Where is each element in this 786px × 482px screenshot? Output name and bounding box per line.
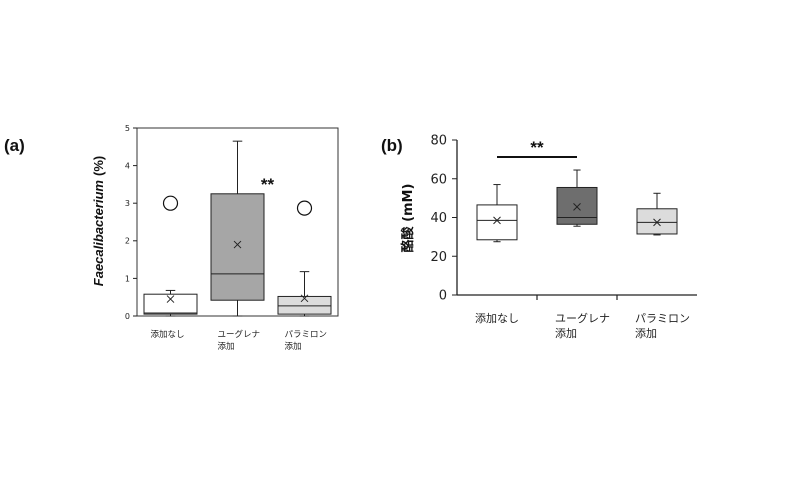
y-tick-label: 3 — [125, 199, 130, 208]
box-iqr — [143, 293, 198, 315]
outlier-point — [296, 200, 313, 216]
y-tick-label: 5 — [125, 124, 130, 133]
mean-marker — [573, 202, 581, 211]
box-iqr — [277, 295, 332, 315]
y-axis-title-a: Faecalibacterium (%) — [91, 156, 106, 286]
svg-text:Faecalibacterium(%): Faecalibacterium (%) — [91, 156, 106, 286]
y-axis-label-b: 酪酸 (mM) — [400, 184, 416, 253]
box-2 — [210, 140, 265, 317]
category-label: 添加 — [285, 341, 302, 352]
box-iqr — [210, 193, 265, 301]
category-label: パラミロン — [285, 330, 328, 340]
significance-marker: ** — [530, 138, 544, 157]
mean-marker — [653, 218, 661, 227]
mean-marker-stroke — [653, 218, 661, 227]
category-label: 添加 — [218, 341, 235, 352]
mean-marker — [493, 216, 501, 225]
box-1 — [476, 184, 518, 243]
mean-marker-stroke — [573, 202, 581, 211]
box-iqr — [636, 208, 678, 235]
y-axis-unit-a: (%) — [91, 156, 106, 176]
chart-panel-a: (a) Faecalibacterium(%) 012345添加なしユーグレナ添… — [4, 124, 339, 352]
y-tick-label: 60 — [430, 172, 447, 187]
box-iqr — [556, 186, 598, 225]
category-label: 添加なし — [475, 311, 519, 325]
outlier-point — [162, 195, 179, 211]
category-label: ユーグレナ — [218, 329, 261, 340]
box-3 — [636, 192, 678, 236]
box-1 — [143, 195, 198, 317]
mean-marker-stroke — [300, 294, 309, 303]
y-tick-label: 2 — [125, 237, 130, 246]
box-2 — [556, 169, 598, 227]
y-tick-label: 4 — [125, 161, 130, 170]
mean-marker-stroke — [493, 216, 501, 225]
mean-marker — [300, 294, 309, 303]
y-tick-label: 80 — [430, 134, 447, 149]
y-axis-title-b: 酪酸 (mM) — [400, 184, 416, 253]
category-label: 添加なし — [151, 329, 185, 340]
category-label: 添加 — [635, 326, 657, 340]
y-tick-label: 20 — [430, 250, 447, 265]
mean-marker — [233, 240, 242, 249]
mean-marker-stroke — [166, 295, 175, 303]
box-iqr — [476, 204, 518, 241]
category-label: パラミロン — [635, 312, 690, 325]
panel-label-a: (a) — [4, 136, 25, 155]
y-tick-label: 0 — [125, 312, 130, 321]
mean-marker-stroke — [233, 240, 242, 249]
y-axis-label-a: Faecalibacterium — [91, 180, 106, 287]
significance-marker: ** — [261, 175, 275, 194]
chart-panel-b: (b) 酪酸 (mM) 020406080添加なしユーグレナ添加パラミロン添加*… — [381, 134, 697, 340]
mean-marker — [166, 295, 175, 303]
panel-label-b: (b) — [381, 136, 403, 155]
category-label: 添加 — [555, 326, 577, 340]
y-tick-label: 0 — [439, 289, 447, 304]
box-3 — [277, 200, 332, 317]
y-tick-label: 1 — [125, 274, 130, 283]
y-tick-label: 40 — [430, 211, 447, 226]
category-label: ユーグレナ — [555, 311, 610, 325]
